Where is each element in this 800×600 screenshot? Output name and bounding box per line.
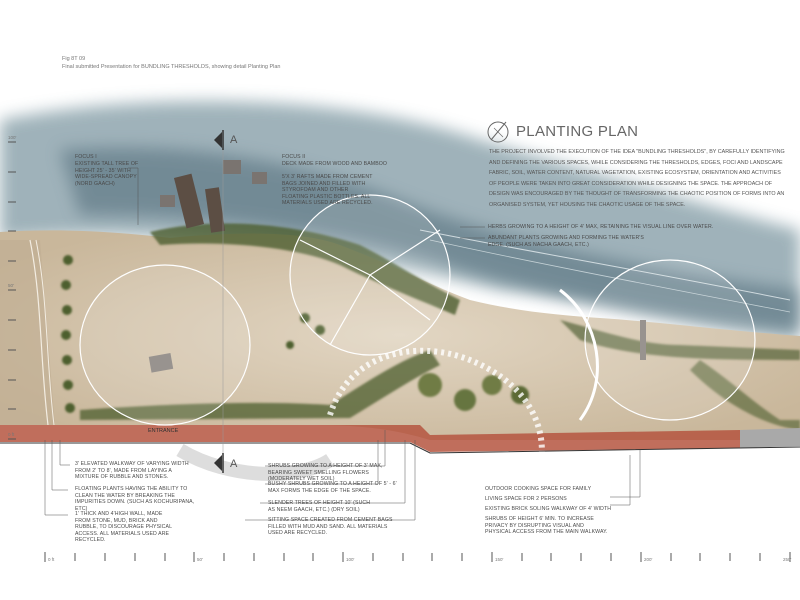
note-bushy-shrubs: BUSHY SHRUBS GROWING TO A HEIGHT OF 5' -… <box>268 481 397 494</box>
scale-bar <box>44 552 791 562</box>
focus2-deck-text: DECK MADE FROM WOOD AND BAMBOO <box>282 161 388 167</box>
design-circles <box>79 194 756 481</box>
note-waters-edge: ABUNDANT PLANTS GROWING AND FORMING THE … <box>488 235 644 248</box>
intro-paragraph: THE PROJECT INVOLVED THE EXECUTION OF TH… <box>489 149 785 208</box>
scale-label: 150' <box>495 557 504 562</box>
focus2-rafts-text: 5'x 3' RAFTS MADE FROM CEMENT BAGS JOINE… <box>282 174 373 207</box>
north-arrow-icon <box>487 121 509 143</box>
note-walkway: 3' ELEVATED WALKWAY OF VARYING WIDTH FRO… <box>75 461 189 481</box>
scale-label: 0 ft <box>48 557 55 562</box>
page-title: PLANTING PLAN <box>516 123 639 140</box>
focus1-text: EXISTING TALL TREE OF HEIGHT 25' - 35' W… <box>75 161 139 187</box>
focus2-label: FOCUS II <box>282 154 306 160</box>
note-privacy-shrubs: SHRUBS OF HEIGHT 6' MIN. TO INCREASE PRI… <box>485 516 608 536</box>
scale-label: 100' <box>346 557 355 562</box>
side-scale-label: 50' <box>8 283 14 288</box>
note-herbs: HERBS GROWING TO A HEIGHT OF 4' MAX, RET… <box>488 224 714 230</box>
side-scale-label: 100' <box>8 135 17 140</box>
note-floating-plants: FLOATING PLANTS HAVING THE ABILITY TO CL… <box>75 486 195 512</box>
scale-label: 200' <box>644 557 653 562</box>
note-wall: 1' THICK AND 4'HIGH WALL, MADE FROM STON… <box>75 511 172 544</box>
leader-lines <box>44 167 641 521</box>
scale-label: 250' <box>783 557 792 562</box>
note-living-space: LIVING SPACE FOR 2 PERSONS <box>485 496 567 502</box>
ground <box>0 230 800 440</box>
note-shrubs-flowers: SHRUBS GROWING TO A HEIGHT OF 3' MAX, BE… <box>268 463 383 483</box>
section-marker-bottom: A <box>214 453 238 473</box>
deck-and-rafts <box>148 160 646 373</box>
side-scale <box>8 141 16 440</box>
focus1-label: FOCUS I <box>75 154 97 160</box>
vegetation <box>61 223 800 430</box>
entrance-label: ENTRANCE <box>148 428 179 434</box>
note-slender-trees: SLENDER TREES OF HEIGHT 10' (such as Nee… <box>268 500 371 513</box>
figure-caption: Final submitted Presentation for BUNDLIN… <box>62 64 281 70</box>
side-scale-label: 0 ft <box>8 432 15 437</box>
section-marker-top: A <box>214 130 238 455</box>
section-label: A <box>230 134 238 146</box>
section-label: A <box>230 458 238 470</box>
scale-label: 50' <box>197 557 203 562</box>
note-sitting-space: SITTING SPACE CREATED FROM CEMENT BAGS F… <box>268 517 393 537</box>
note-cooking-space: OUTDOOR COOKING SPACE FOR FAMILY <box>485 486 592 492</box>
walkway <box>0 425 800 454</box>
figure-number: Fig 8T 09 <box>62 56 86 62</box>
note-brick-walkway: EXISTING BRICK SOLING WALKWAY OF 4' WIDT… <box>485 506 612 512</box>
